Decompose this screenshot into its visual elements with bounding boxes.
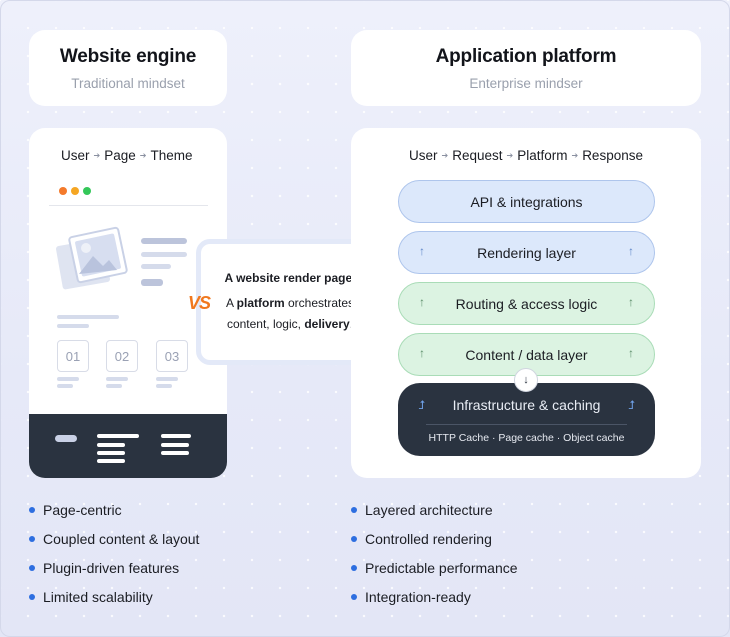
flow-step-user: User xyxy=(409,148,438,163)
application-platform-panel: User ➔ Request ➔ Platform ➔ Response API… xyxy=(351,128,701,478)
arrow-up-icon: ⮥ xyxy=(627,398,635,412)
application-platform-header: Application platform Enterprise mindser xyxy=(351,30,701,106)
arrow-right-icon: ➔ xyxy=(506,151,514,160)
layer-label: API & integrations xyxy=(470,193,583,210)
window-controls xyxy=(59,187,91,195)
text-line xyxy=(141,252,187,257)
layer-api-integrations: API & integrations xyxy=(398,180,655,223)
vs-line-1-post: orchestrates xyxy=(284,296,355,310)
text-line xyxy=(141,279,163,286)
arrow-up-icon: ↑ xyxy=(419,244,425,258)
page-footer-block xyxy=(29,414,227,478)
website-flow: User ➔ Page ➔ Theme xyxy=(61,148,192,163)
footer-line xyxy=(97,459,125,463)
list-item: Controlled rendering xyxy=(351,529,518,558)
flow-step-page: Page xyxy=(104,148,136,163)
infra-sub: HTTP Cache · Page cache · Object cache xyxy=(428,432,625,444)
layer-routing-access: ↑ Routing & access logic ↑ xyxy=(398,282,655,325)
window-dot-green xyxy=(83,187,91,195)
vs-callout-text: A website render page. A platform orches… xyxy=(209,268,371,335)
vs-heading: A website render page. xyxy=(224,271,356,285)
vs-line-2-bold: delivery xyxy=(304,317,350,331)
flow-step-request: Request xyxy=(452,148,503,163)
footer-line xyxy=(97,443,125,447)
list-item: Layered architecture xyxy=(351,500,518,529)
text-line xyxy=(106,377,128,381)
layer-content-data: ↑ Content / data layer ↑ xyxy=(398,333,655,376)
website-engine-panel: User ➔ Page ➔ Theme 01 02 03 xyxy=(29,128,227,478)
vs-line-1-pre: A xyxy=(225,296,237,310)
infra-divider xyxy=(426,424,627,425)
arrow-up-icon: ↑ xyxy=(628,346,634,360)
application-platform-subtitle: Enterprise mindser xyxy=(469,76,583,91)
list-item: Integration-ready xyxy=(351,587,518,616)
website-engine-title: Website engine xyxy=(59,46,197,67)
website-engine-traits: Page-centric Coupled content & layout Pl… xyxy=(29,500,199,616)
footer-line xyxy=(97,434,139,438)
application-platform-title: Application platform xyxy=(435,46,617,67)
infra-label: Infrastructure & caching xyxy=(452,397,601,413)
text-line xyxy=(156,377,178,381)
window-dot-amber xyxy=(71,187,79,195)
layer-label: Routing & access logic xyxy=(455,295,598,312)
text-line xyxy=(57,315,119,319)
list-item: Coupled content & layout xyxy=(29,529,199,558)
text-line xyxy=(141,238,187,244)
arrow-up-icon: ↑ xyxy=(628,295,634,309)
list-item: Plugin-driven features xyxy=(29,558,199,587)
text-line xyxy=(57,384,73,388)
browser-divider xyxy=(49,205,208,206)
website-engine-subtitle: Traditional mindset xyxy=(71,76,185,91)
arrow-up-icon: ↑ xyxy=(419,295,425,309)
content-box-03: 03 xyxy=(156,340,188,372)
footer-line xyxy=(97,451,125,455)
arrow-up-icon: ↑ xyxy=(628,244,634,258)
arrow-right-icon: ➔ xyxy=(139,151,147,160)
list-item: Page-centric xyxy=(29,500,199,529)
website-engine-header: Website engine Traditional mindset xyxy=(29,30,227,106)
layer-label: Rendering layer xyxy=(477,244,576,261)
vs-line-2-pre: content, logic, xyxy=(226,317,305,331)
text-line xyxy=(106,384,122,388)
layer-infrastructure-caching: ⮥ Infrastructure & caching ⮥ HTTP Cache … xyxy=(398,383,655,456)
arrow-right-icon: ➔ xyxy=(571,151,579,160)
footer-logo xyxy=(55,435,77,442)
text-line xyxy=(57,324,89,328)
vs-line-1-bold: platform xyxy=(236,296,285,310)
layer-rendering: ↑ Rendering layer ↑ xyxy=(398,231,655,274)
footer-line xyxy=(161,451,189,455)
arrow-right-icon: ➔ xyxy=(93,151,101,160)
content-box-02: 02 xyxy=(106,340,138,372)
text-line xyxy=(141,264,171,269)
list-item: Limited scalability xyxy=(29,587,199,616)
arrow-down-icon: ↓ xyxy=(514,368,538,392)
flow-step-user: User xyxy=(61,148,90,163)
list-item: Predictable performance xyxy=(351,558,518,587)
vs-line-2: content, logic, delivery. xyxy=(209,314,371,335)
flow-step-theme: Theme xyxy=(150,148,193,163)
vs-line-1: A platform orchestrates xyxy=(209,293,371,314)
footer-line xyxy=(161,434,191,438)
layer-label: Content / data layer xyxy=(465,346,588,363)
flow-step-platform: Platform xyxy=(517,148,568,163)
platform-flow: User ➔ Request ➔ Platform ➔ Response xyxy=(409,148,643,163)
arrow-up-icon: ↑ xyxy=(419,346,425,360)
vs-badge: VS xyxy=(187,292,211,313)
window-dot-orange xyxy=(59,187,67,195)
application-platform-traits: Layered architecture Controlled renderin… xyxy=(351,500,518,616)
text-line xyxy=(57,377,79,381)
content-box-01: 01 xyxy=(57,340,89,372)
footer-line xyxy=(161,443,189,447)
arrow-up-icon: ⮥ xyxy=(418,398,426,412)
arrow-right-icon: ➔ xyxy=(441,151,449,160)
flow-step-response: Response xyxy=(582,148,643,163)
text-line xyxy=(156,384,172,388)
image-icon xyxy=(56,226,128,290)
